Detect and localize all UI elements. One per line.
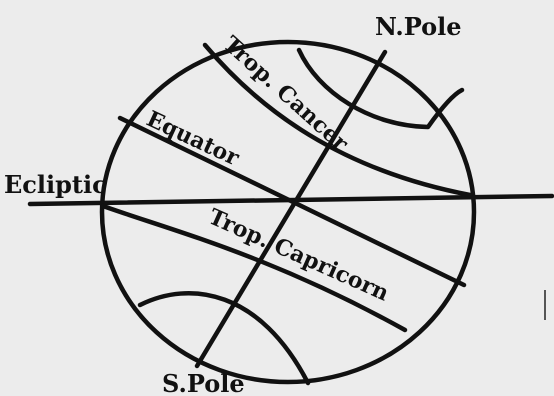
margin-speck [544,290,546,320]
tropic-capricorn-label: Trop. Capricorn [205,204,393,307]
south-pole-label: S.Pole [162,369,245,396]
ecliptic-label: Ecliptic [4,170,107,199]
north-pole-label: N.Pole [375,12,462,41]
